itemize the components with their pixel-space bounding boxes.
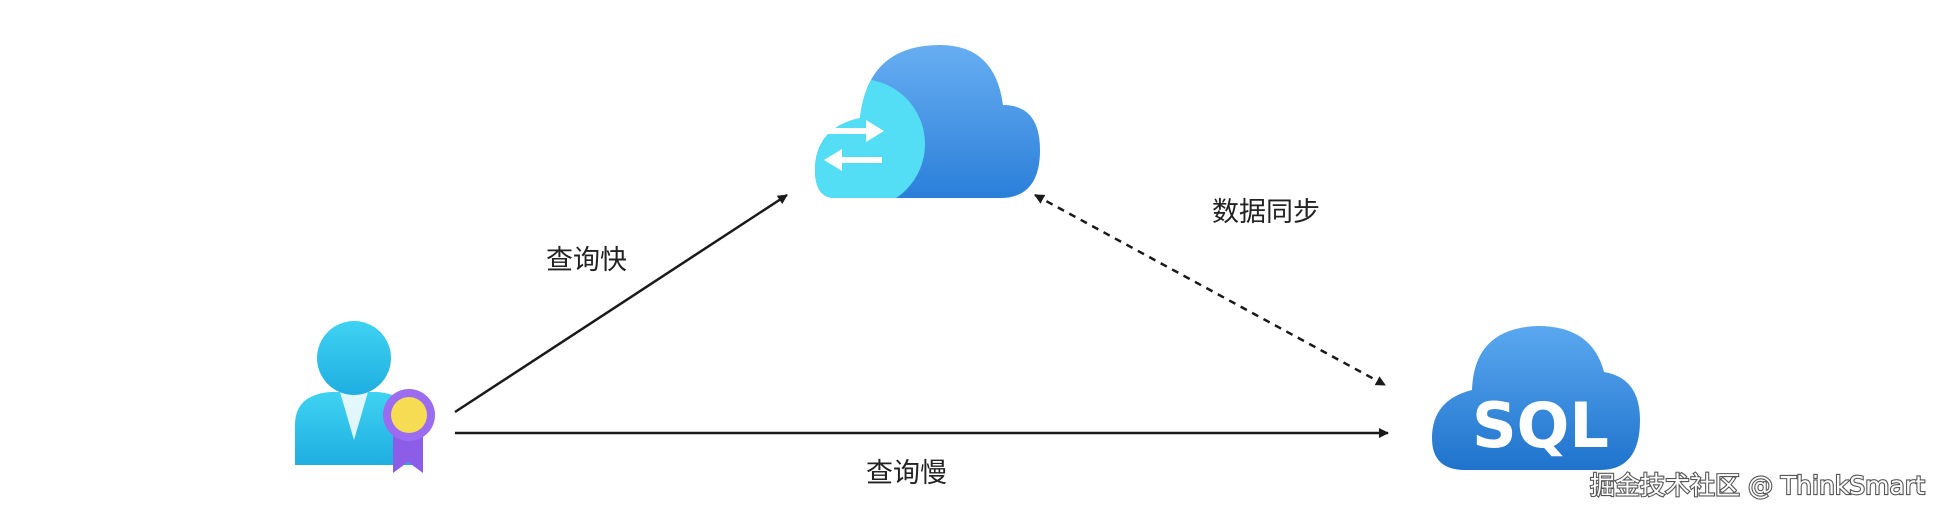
edge-data-sync: [1034, 193, 1386, 387]
user-certificate-icon: [295, 321, 435, 473]
sql-text: SQL: [1472, 389, 1609, 462]
cloud-sql-icon: SQL: [1432, 326, 1640, 470]
watermark-text: 掘金技术社区 @ ThinkSmart: [1590, 471, 1925, 500]
cloud-sync-icon: [815, 45, 1040, 198]
label-data-sync: 数据同步: [1212, 197, 1320, 228]
edge-query-fast: [454, 193, 788, 414]
label-query-slow: 查询慢: [866, 458, 947, 489]
label-query-fast: 查询快: [546, 245, 627, 276]
